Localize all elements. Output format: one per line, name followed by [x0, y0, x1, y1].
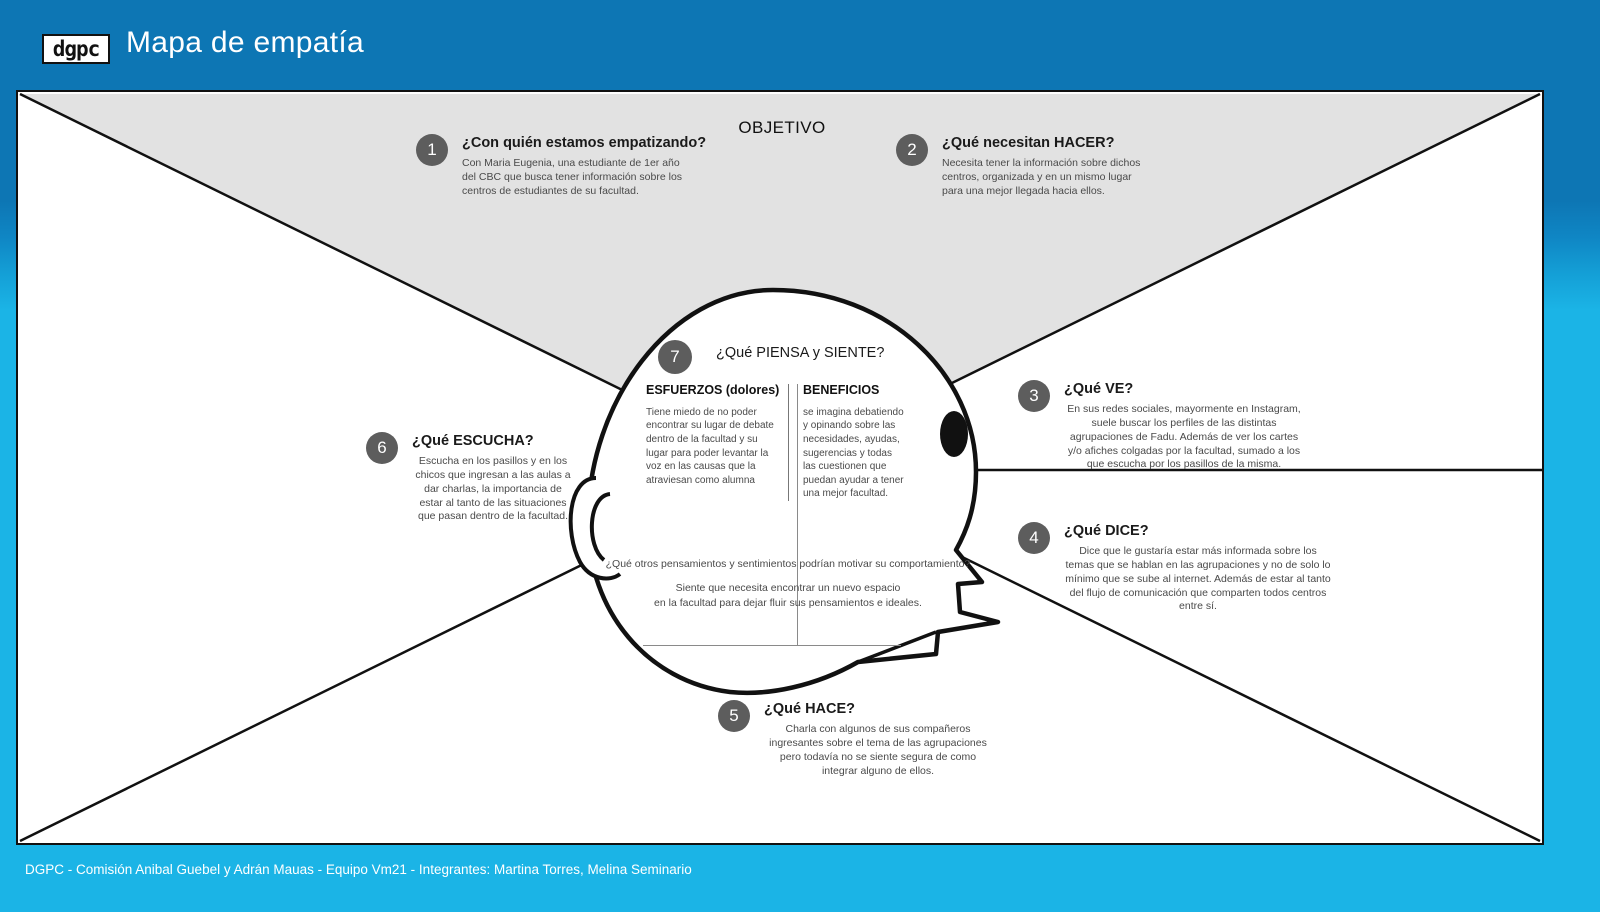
section-3-title: ¿Qué VE? [1064, 381, 1134, 397]
section-2-text: Necesita tener la información sobre dich… [942, 156, 1141, 197]
footer-credits: DGPC - Comisión Anibal Guebel y Adrán Ma… [25, 862, 692, 877]
section-1-badge: 1 [416, 134, 448, 166]
objective-heading: OBJETIVO [738, 118, 826, 137]
section-3-badge: 3 [1018, 380, 1050, 412]
section-1-title: ¿Con quién estamos empatizando? [462, 135, 707, 151]
app-header: dgpc Mapa de empatía [0, 0, 1600, 88]
beneficios-text: se imagina debatiendo y opinando sobre l… [803, 406, 904, 500]
logo-text: dgpc [52, 36, 101, 61]
section-4-text: Dice que le gustaría estar más informada… [1065, 544, 1331, 613]
dgpc-logo: dgpc [42, 34, 110, 64]
section-3-text: En sus redes sociales, mayormente en Ins… [1067, 402, 1301, 471]
mouth-line [857, 630, 937, 664]
beneficios-heading: BENEFICIOS [803, 383, 880, 397]
think-feel-horizontal-divider [643, 645, 901, 646]
ear-inner [590, 492, 611, 562]
think-feel-question: ¿Qué otros pensamientos y sentimientos p… [605, 558, 971, 570]
section-5-title: ¿Qué HACE? [764, 701, 856, 717]
section-7-title: ¿Qué PIENSA y SIENTE? [716, 345, 885, 361]
section-2-badge: 2 [896, 134, 928, 166]
think-feel-columns: ESFUERZOS (dolores) Tiene miedo de no po… [646, 383, 906, 501]
section-7-badge: 7 [658, 340, 692, 374]
section-4-title: ¿Qué DICE? [1064, 523, 1149, 539]
section-5-text: Charla con algunos de sus compañeros ing… [769, 722, 987, 777]
empathy-map-canvas: OBJETIVO 1 ¿Con quién estamos empatizand… [16, 90, 1544, 845]
think-feel-vertical-divider [797, 384, 798, 646]
think-feel-answer: Siente que necesita encontrar un nuevo e… [654, 582, 922, 609]
ear-outer [568, 476, 622, 581]
esfuerzos-text: Tiene miedo de no poder encontrar su lug… [646, 406, 774, 486]
section-6-text: Escucha en los pasillos y en los chicos … [415, 454, 571, 523]
esfuerzos-heading: ESFUERZOS (dolores) [646, 383, 780, 397]
esfuerzos-column: ESFUERZOS (dolores) Tiene miedo de no po… [646, 383, 788, 501]
section-6-title: ¿Qué ESCUCHA? [412, 433, 534, 449]
section-6-badge: 6 [366, 432, 398, 464]
section-4-badge: 4 [1018, 522, 1050, 554]
section-2-title: ¿Qué necesitan HACER? [942, 135, 1115, 151]
objective-wedge [20, 94, 1540, 469]
section-5-badge: 5 [718, 700, 750, 732]
section-1-text: Con Maria Eugenia, una estudiante de 1er… [462, 156, 683, 197]
beneficios-column: BENEFICIOS se imagina debatiendo y opina… [788, 383, 906, 501]
head-profile [568, 287, 1001, 696]
head-outline [585, 287, 1001, 696]
page-title: Mapa de empatía [126, 26, 364, 59]
eye [940, 411, 968, 457]
